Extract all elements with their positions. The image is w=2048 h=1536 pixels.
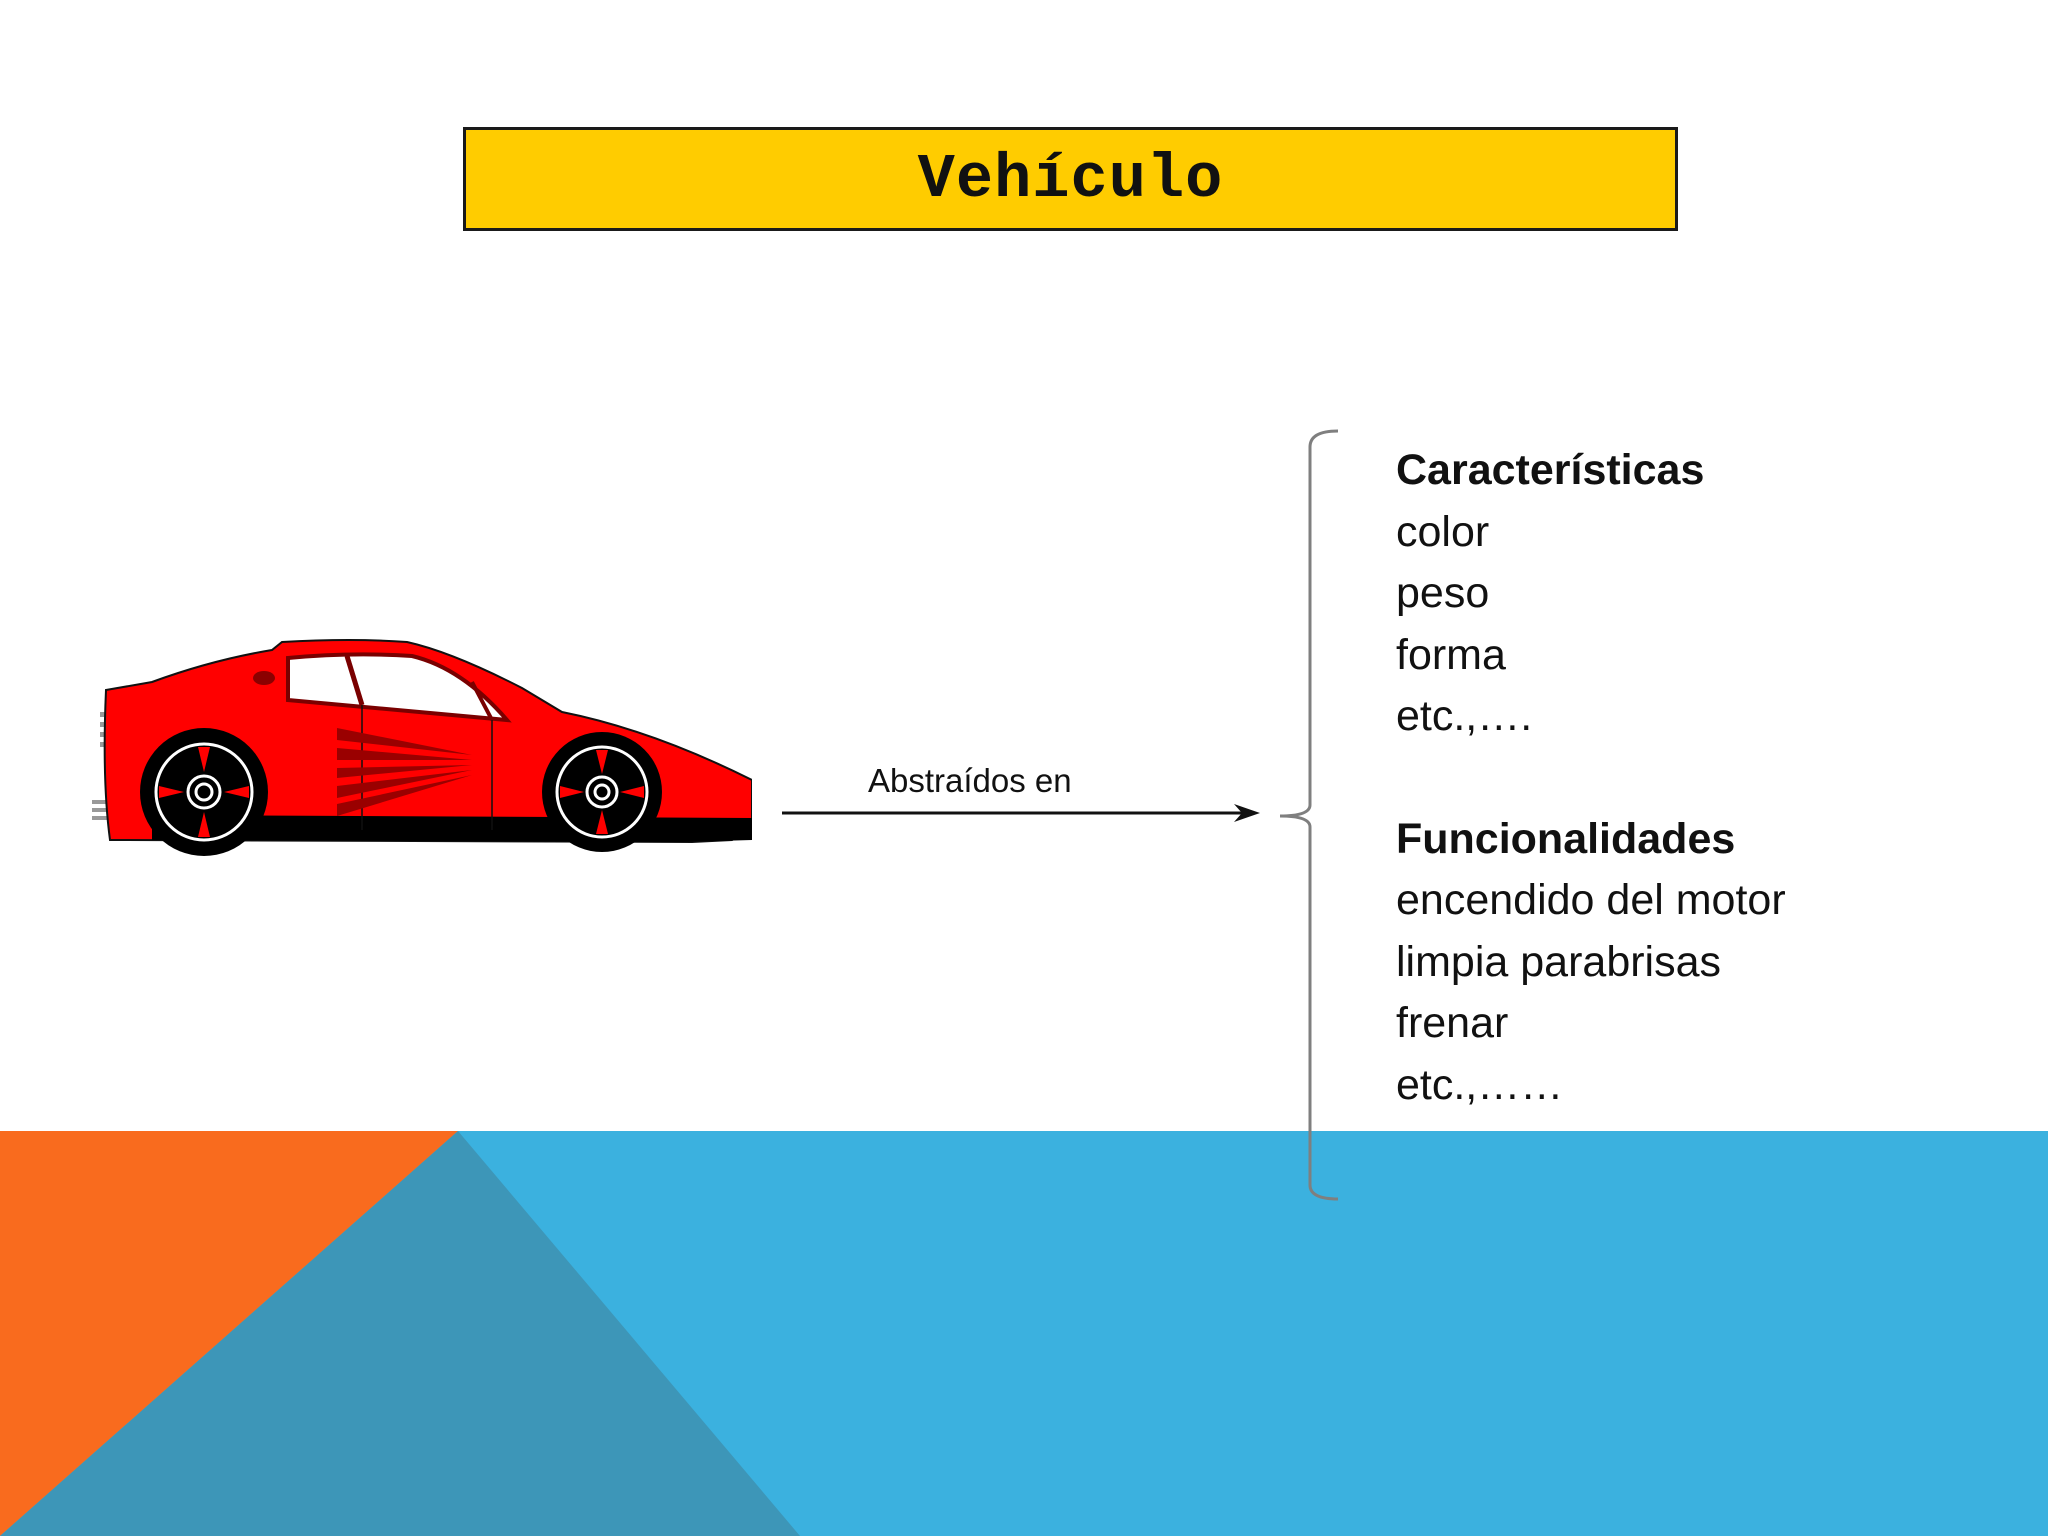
right-arrow-icon	[782, 804, 1260, 822]
abstraction-list: Características color peso forma etc.,….…	[1396, 440, 1786, 1116]
list-item: etc.,….	[1396, 692, 1533, 740]
title-box: Vehículo	[463, 127, 1678, 231]
list-item: limpia parabrisas	[1396, 937, 1722, 986]
list-item: frenar	[1396, 999, 1509, 1047]
arrow-label: Abstraídos en	[868, 762, 1072, 799]
spacer	[1396, 748, 1786, 809]
section-heading-caracteristicas: Características	[1396, 446, 1705, 494]
list-item: forma	[1396, 630, 1506, 679]
list-item: etc.,……	[1396, 1060, 1564, 1109]
list-item: color	[1396, 507, 1490, 556]
section-heading-funcionalidades: Funcionalidades	[1396, 814, 1736, 863]
rear-wheel	[140, 728, 268, 856]
front-wheel	[542, 732, 662, 852]
list-item: peso	[1396, 569, 1490, 617]
curly-brace-icon	[1279, 429, 1339, 1201]
list-item: encendido del motor	[1396, 876, 1786, 924]
red-sports-car-icon	[92, 639, 752, 856]
decorative-bottom-band	[0, 1131, 2048, 1536]
slide-title: Vehículo	[917, 143, 1224, 215]
